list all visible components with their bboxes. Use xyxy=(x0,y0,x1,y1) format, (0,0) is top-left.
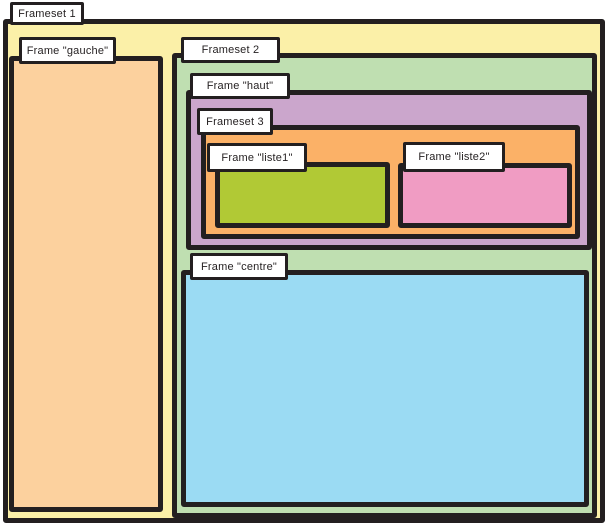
frame-liste2-label: Frame "liste2" xyxy=(403,142,505,172)
frameset2-label: Frameset 2 xyxy=(181,37,280,63)
frame-gauche-label-text: Frame "gauche" xyxy=(26,44,109,57)
frame-liste2-label-text: Frame "liste2" xyxy=(418,151,490,163)
frame-gauche-label: Frame "gauche" xyxy=(19,37,116,64)
frame-liste1-label-text: Frame "liste1" xyxy=(221,151,293,164)
frameset3-label: Frameset 3 xyxy=(197,108,273,135)
frame-haut-label-text: Frame "haut" xyxy=(206,80,274,92)
frame-centre-label-text: Frame "centre" xyxy=(200,260,278,273)
frame-centre-box xyxy=(181,270,589,507)
frame-haut-label: Frame "haut" xyxy=(190,73,290,99)
frame-liste1-label: Frame "liste1" xyxy=(207,143,307,172)
frame-liste2-box xyxy=(398,163,572,228)
frame-centre-label: Frame "centre" xyxy=(190,253,288,280)
frame-gauche-box xyxy=(9,56,163,512)
frameset2-label-text: Frameset 2 xyxy=(201,44,260,56)
frameset1-label-text: Frameset 1 xyxy=(18,7,76,20)
frameset1-label: Frameset 1 xyxy=(10,2,84,25)
frameset3-label-text: Frameset 3 xyxy=(206,115,264,128)
